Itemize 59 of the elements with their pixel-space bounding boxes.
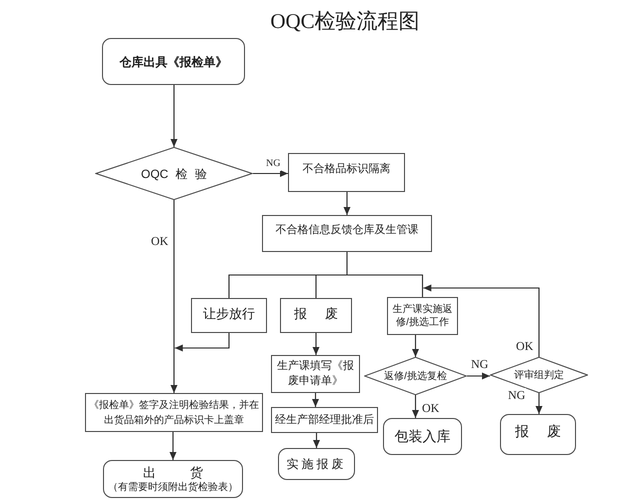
note-text: （有需要时须附出货检验表） <box>108 480 238 494</box>
connector-line <box>315 274 347 298</box>
decision-diamond <box>490 357 588 393</box>
arrow <box>253 170 288 177</box>
arrow <box>423 284 540 357</box>
step-text: 让步放行 <box>203 305 255 323</box>
terminal-box <box>278 448 355 480</box>
arrow <box>412 335 419 357</box>
arrow <box>170 85 178 147</box>
arrow <box>313 433 320 448</box>
process-box <box>191 298 267 333</box>
arrow <box>312 333 320 355</box>
arrow <box>412 395 419 418</box>
arrow <box>344 192 350 215</box>
step-text: 不合格信息反馈仓库及生管课 <box>276 222 418 238</box>
process-box <box>85 393 263 432</box>
process-box <box>280 298 352 333</box>
decision-diamond <box>364 357 467 395</box>
step-text: 报 废 <box>515 422 561 441</box>
connector-line <box>173 200 175 348</box>
edge-label: NG <box>470 357 490 371</box>
terminal-box <box>103 460 243 498</box>
decision-text: 返修/挑选复检 <box>384 370 447 384</box>
arrow <box>467 372 490 380</box>
process-box <box>387 297 458 335</box>
arrow <box>312 393 319 407</box>
diagram-title: OQC检验流程图 <box>269 8 421 34</box>
edge-label: NG <box>507 388 526 402</box>
edge-label: OK <box>515 339 534 353</box>
edge-label: OK <box>150 234 170 248</box>
terminal-box <box>500 414 576 455</box>
arrow <box>170 432 176 460</box>
arrow <box>170 348 178 393</box>
step-text: 报 废 <box>294 305 338 323</box>
edge-label: NG <box>265 157 282 171</box>
decision-text: 评审组判定 <box>514 368 564 382</box>
process-box <box>271 355 360 393</box>
connector-line <box>422 288 424 297</box>
arrow <box>536 393 542 414</box>
step-text: 仓库出具《报检单》 <box>120 54 228 70</box>
edge-label: OK <box>421 401 440 415</box>
step-text: 实施报废 <box>286 456 346 473</box>
step-text: 出 货 <box>143 464 203 480</box>
step-text: 包装入库 <box>394 427 450 446</box>
decision-text: OQC 检 验 <box>140 166 207 182</box>
process-box <box>271 407 378 433</box>
connector-line <box>347 274 424 288</box>
step-text: 生产课填写《报废申请单》 <box>276 359 355 389</box>
step-text: 生产课实施返修/挑选工作 <box>392 303 454 329</box>
process-box <box>288 153 405 192</box>
step-text: 不合格品标识隔离 <box>302 162 390 177</box>
process-box <box>262 215 432 252</box>
connector-line <box>346 252 348 275</box>
step-text: 《报检单》签字及注明检验结果，并在出货品箱外的产品标识卡上盖章 <box>88 398 260 428</box>
terminal-box <box>102 38 245 85</box>
decision-diamond <box>95 147 253 200</box>
step-text: 经生产部经理批准后 <box>275 412 374 428</box>
terminal-box <box>383 418 462 455</box>
arrow <box>174 333 230 352</box>
